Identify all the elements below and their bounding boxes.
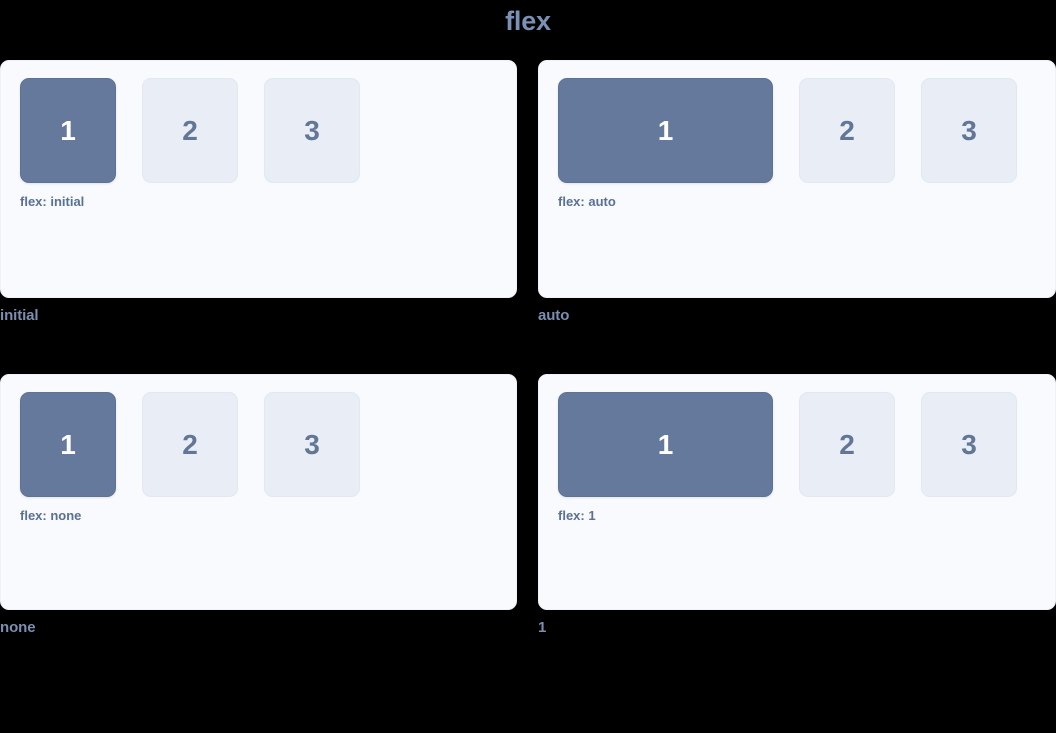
flex-item: 1 <box>558 392 773 497</box>
page-title: flex <box>505 6 551 36</box>
demo-panel: 1 2 3 flex: auto <box>538 60 1056 298</box>
code-label: flex: auto <box>558 194 616 209</box>
demo-caption: 1 <box>538 619 547 636</box>
flex-item: 3 <box>921 392 1017 497</box>
demo-cell: 1 2 3 flex: initial initial <box>0 60 517 332</box>
demo-caption: initial <box>0 307 39 324</box>
demo-panel: 1 2 3 flex: initial <box>0 60 517 298</box>
flex-item: 2 <box>799 392 895 497</box>
code-label: flex: 1 <box>558 508 596 523</box>
flex-container: 1 2 3 <box>20 78 497 183</box>
flex-item: 3 <box>264 392 360 497</box>
demo-panel: 1 2 3 flex: 1 <box>538 374 1056 610</box>
flex-item: 1 <box>558 78 773 183</box>
demo-cell: 1 2 3 flex: auto auto <box>538 60 1056 332</box>
flex-item: 2 <box>142 392 238 497</box>
flex-item: 1 <box>20 392 116 497</box>
flex-container: 1 2 3 <box>558 78 1036 183</box>
flex-item: 1 <box>20 78 116 183</box>
flex-item: 2 <box>142 78 238 183</box>
demo-cell: 1 2 3 flex: 1 1 <box>538 374 1056 644</box>
demo-caption: auto <box>538 307 570 324</box>
demo-panel: 1 2 3 flex: none <box>0 374 517 610</box>
flex-container: 1 2 3 <box>20 392 497 497</box>
code-label: flex: initial <box>20 194 85 209</box>
flex-item: 2 <box>799 78 895 183</box>
flex-item: 3 <box>264 78 360 183</box>
code-label: flex: none <box>20 508 82 523</box>
demo-cell: 1 2 3 flex: none none <box>0 374 517 644</box>
flex-item: 3 <box>921 78 1017 183</box>
flex-demo-grid: 1 2 3 flex: initial initial 1 2 3 flex: … <box>0 60 1056 680</box>
flex-container: 1 2 3 <box>558 392 1036 497</box>
demo-caption: none <box>0 619 36 636</box>
